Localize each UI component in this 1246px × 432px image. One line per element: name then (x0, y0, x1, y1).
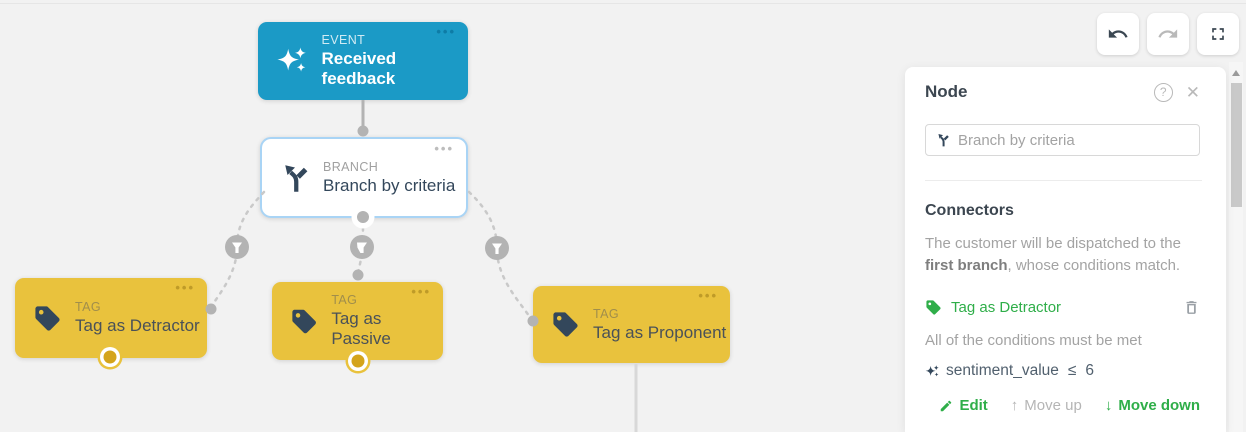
move-up-button[interactable]: ↑ Move up (1011, 397, 1082, 414)
edit-button[interactable]: Edit (939, 397, 988, 414)
trash-icon[interactable] (1183, 299, 1200, 316)
branch-condition-badge[interactable] (225, 235, 249, 259)
edit-label: Edit (959, 397, 988, 414)
fullscreen-button[interactable] (1197, 13, 1239, 55)
sparkles-icon (925, 364, 939, 376)
condition-row: sentiment_value ≤ 6 (925, 362, 1200, 380)
fullscreen-icon (1212, 28, 1224, 40)
tag-icon (926, 300, 941, 315)
branch-icon (285, 164, 308, 192)
edge-branch-passive (356, 226, 365, 276)
node-event[interactable]: ••• EVENT Received feedback (258, 22, 468, 100)
arrow-up-icon: ↑ (1010, 397, 1019, 414)
node-menu-icon[interactable]: ••• (434, 141, 454, 156)
node-tag-detractor[interactable]: ••• TAG Tag as Detractor (15, 278, 207, 358)
node-title: Tag as Passive (331, 309, 391, 348)
branch-condition-badge[interactable] (350, 235, 374, 259)
redo-icon (1158, 29, 1178, 38)
node-menu-icon[interactable]: ••• (411, 284, 431, 299)
edge-endpoint-dot (205, 303, 217, 315)
undo-icon (1108, 29, 1128, 38)
tag-icon (35, 305, 60, 331)
node-tag-proponent[interactable]: ••• TAG Tag as Proponent (533, 286, 730, 363)
branch-icon (938, 134, 949, 147)
scrollbar-thumb[interactable] (1230, 83, 1242, 207)
node-type-label: EVENT (321, 33, 366, 47)
top-divider (0, 3, 1246, 4)
node-tag-passive[interactable]: ••• TAG Tag as Passive (272, 282, 443, 360)
node-title: Received feedback (321, 49, 397, 88)
panel-title: Node (925, 82, 968, 101)
node-branch[interactable]: ••• BRANCH Branch by criteria (260, 137, 468, 218)
connectors-description: The customer will be dispatched to the f… (925, 235, 1181, 274)
node-title: Tag as Proponent (593, 322, 727, 342)
edge-junction-dot (357, 125, 369, 137)
node-menu-icon[interactable]: ••• (698, 288, 718, 303)
move-up-label: Move up (1024, 397, 1082, 414)
node-title: Branch by criteria (323, 175, 456, 195)
node-properties-panel: Node ? ✕ Connectors The customer will be… (905, 67, 1226, 432)
scrollbar (1229, 62, 1243, 432)
condition-operator: ≤ (1067, 362, 1077, 379)
branch-condition-badge[interactable] (485, 236, 509, 260)
tag-icon (553, 312, 578, 337)
connectors-heading: Connectors (925, 202, 1014, 219)
node-name-field-wrap (925, 124, 1200, 156)
scrollbar-up-arrow[interactable] (1232, 70, 1240, 76)
redo-button[interactable] (1147, 13, 1189, 55)
connector-item: Tag as Detractor (925, 299, 1200, 316)
node-title: Tag as Detractor (75, 316, 200, 335)
node-type-label: TAG (331, 293, 358, 307)
arrow-down-icon: ↓ (1104, 397, 1113, 414)
node-type-label: BRANCH (323, 159, 379, 174)
help-icon[interactable]: ? (1153, 82, 1173, 102)
edge-branch-detractor (209, 190, 266, 309)
move-down-label: Move down (1118, 397, 1200, 414)
pencil-icon (941, 400, 952, 411)
node-name-input[interactable] (958, 131, 1189, 149)
condition-value: 6 (1085, 362, 1095, 379)
panel-divider (925, 180, 1202, 181)
node-type-label: TAG (75, 300, 101, 314)
edge-branch-proponent (467, 190, 533, 321)
sparkles-icon (277, 47, 306, 72)
node-menu-icon[interactable]: ••• (175, 280, 195, 295)
close-icon[interactable]: ✕ (1185, 82, 1200, 102)
node-menu-icon[interactable]: ••• (436, 24, 456, 39)
conditions-note: All of the conditions must be met (925, 332, 1142, 349)
edge-endpoint-dot (352, 269, 364, 281)
move-down-button[interactable]: ↓ Move down (1105, 397, 1200, 414)
tag-icon (292, 309, 316, 333)
connector-actions: Edit ↑ Move up ↓ Move down (925, 397, 1200, 414)
condition-field: sentiment_value (946, 362, 1059, 379)
undo-button[interactable] (1097, 13, 1139, 55)
node-type-label: TAG (593, 306, 619, 321)
connector-label[interactable]: Tag as Detractor (951, 299, 1062, 316)
